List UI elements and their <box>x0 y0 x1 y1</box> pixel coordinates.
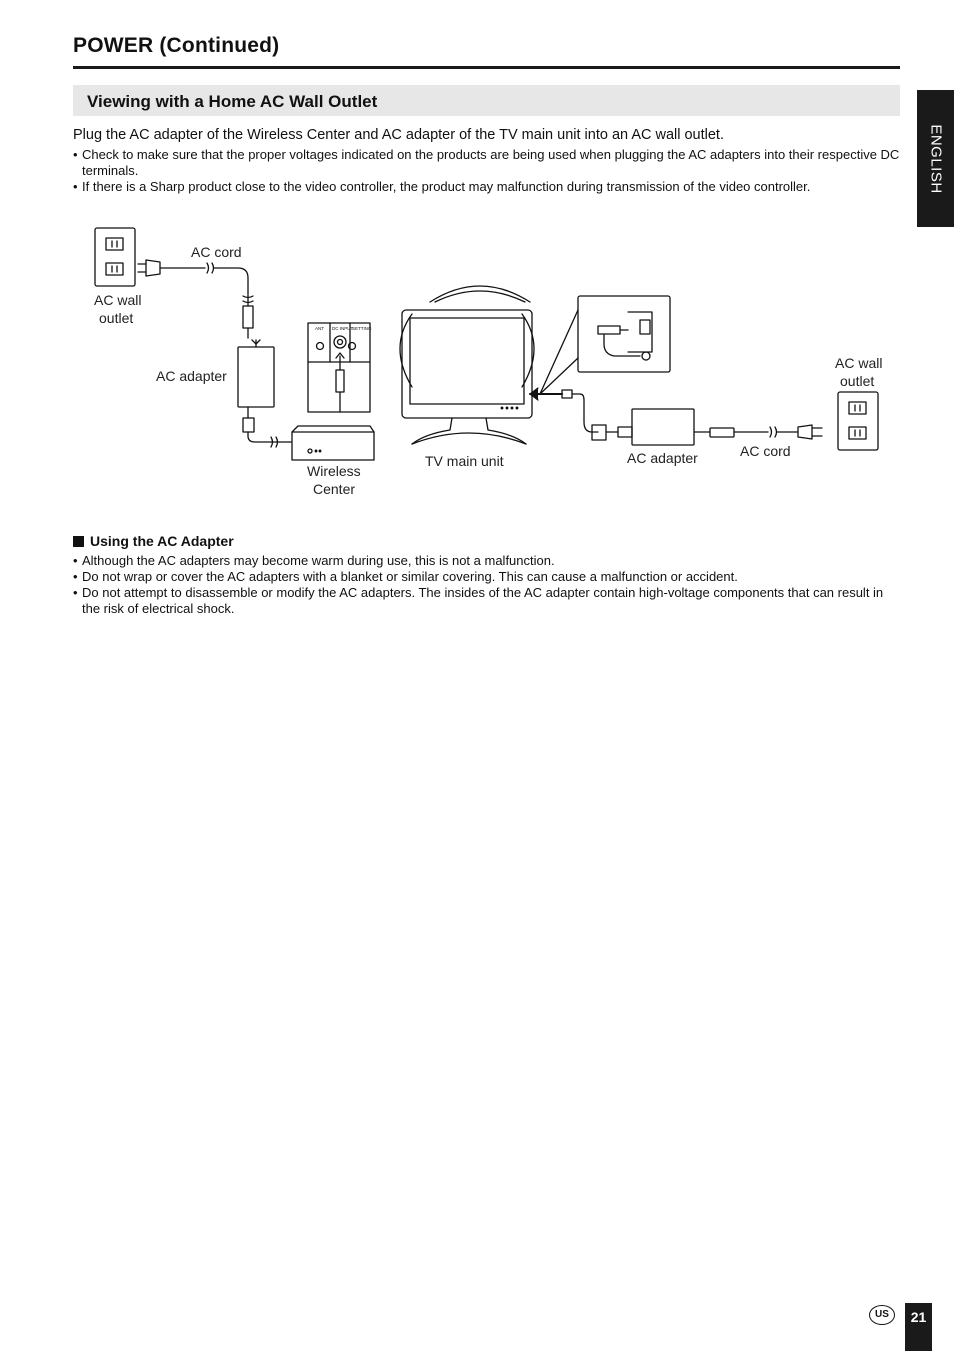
ac-adapter-left <box>237 339 292 448</box>
language-label: ENGLISH <box>927 123 944 194</box>
region-badge: US <box>869 1305 895 1325</box>
note-item: If there is a Sharp product close to the… <box>73 179 900 195</box>
wireless-center <box>291 425 375 461</box>
ac-cord-left <box>137 259 254 339</box>
label-ac-wall-outlet-left-line1: AC wall <box>94 292 141 308</box>
wireless-center-back-panel <box>307 322 371 413</box>
panel-labels: ANT DC INPUT SETTING <box>315 326 372 331</box>
title-rule <box>73 66 900 69</box>
label-wireless-center-line1: Wireless <box>307 463 361 479</box>
language-tab: ENGLISH <box>917 90 954 227</box>
intro-paragraph: Plug the AC adapter of the Wireless Cent… <box>73 127 724 143</box>
panel-label-dc-input: DC INPUT <box>332 326 354 331</box>
note-item: Check to make sure that the proper volta… <box>73 147 900 179</box>
label-ac-adapter-left: AC adapter <box>156 368 227 384</box>
label-ac-wall-outlet-right-line2: outlet <box>840 373 874 389</box>
usage-item: Do not wrap or cover the AC adapters wit… <box>73 569 900 585</box>
section-band: Viewing with a Home AC Wall Outlet <box>73 85 900 116</box>
page-title: POWER (Continued) <box>73 34 280 57</box>
dc-arrow-tv <box>529 387 599 433</box>
label-ac-cord-right: AC cord <box>740 443 791 459</box>
label-ac-cord-left: AC cord <box>191 244 242 260</box>
using-adapter-heading: Using the AC Adapter <box>73 533 234 549</box>
label-ac-wall-outlet-right-line1: AC wall <box>835 355 882 371</box>
dc-jack-inset <box>539 295 671 395</box>
label-tv-main-unit: TV main unit <box>425 453 504 469</box>
label-wireless-center-line2: Center <box>313 481 355 497</box>
ac-wall-outlet-right <box>837 391 879 451</box>
tv-main-unit <box>399 285 535 445</box>
connection-diagram: ANT DC INPUT SETTING AC cord AC wall out… <box>94 227 882 497</box>
section-heading: Viewing with a Home AC Wall Outlet <box>87 92 378 111</box>
using-adapter-heading-text: Using the AC Adapter <box>90 533 234 549</box>
page-number-tab: 21 <box>905 1303 932 1351</box>
square-bullet-icon <box>73 536 84 547</box>
using-adapter-list: Although the AC adapters may become warm… <box>73 553 900 617</box>
ac-cord-right <box>797 424 823 440</box>
ac-wall-outlet-left <box>94 227 136 287</box>
ac-adapter-right <box>591 408 799 446</box>
label-ac-wall-outlet-left-line2: outlet <box>99 310 133 326</box>
panel-label-setting: SETTING <box>352 326 372 331</box>
notes-list: Check to make sure that the proper volta… <box>73 147 900 195</box>
panel-label-ant: ANT <box>315 326 324 331</box>
label-ac-adapter-right: AC adapter <box>627 450 698 466</box>
page-number: 21 <box>910 1309 927 1325</box>
usage-item: Do not attempt to disassemble or modify … <box>73 585 900 617</box>
usage-item: Although the AC adapters may become warm… <box>73 553 900 569</box>
